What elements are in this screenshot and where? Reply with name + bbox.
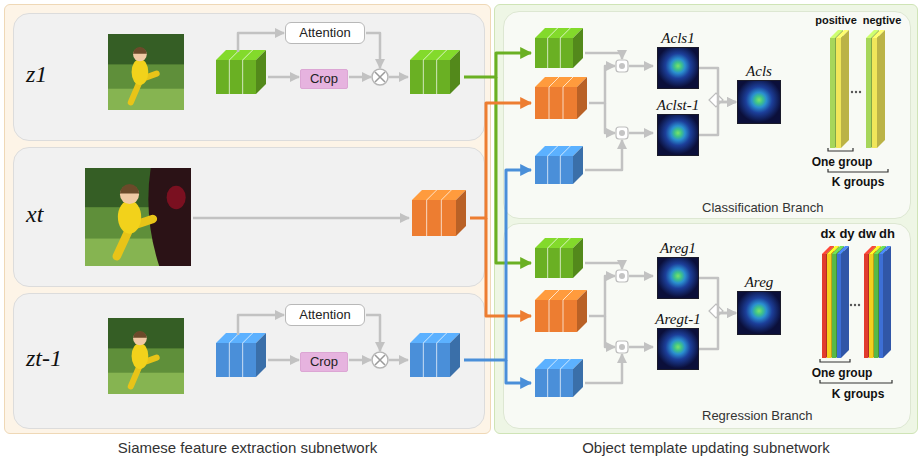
attention-box: Attention — [285, 22, 365, 44]
response-map: Areg — [737, 291, 781, 335]
input-row: AttentionCrop z1 — [13, 13, 485, 141]
map-label: Acls — [746, 62, 772, 80]
crop-box: Crop — [300, 352, 348, 372]
branch-title: Regression Branch — [702, 408, 813, 424]
class-label: positive — [815, 14, 857, 27]
map-label: Acls1 — [661, 29, 694, 47]
response-map: Aclst-1 — [657, 114, 699, 156]
subnetwork-caption: Object template updating subnetwork — [582, 439, 830, 457]
response-map: Areg1 — [657, 257, 699, 299]
map-label: Aregt-1 — [655, 310, 700, 328]
input-symbol: z1 — [26, 60, 47, 89]
offset-label: dh — [879, 226, 895, 242]
module-label: Crop — [310, 354, 338, 370]
module-label: Crop — [310, 71, 338, 87]
group-label: One group — [812, 366, 873, 380]
subnetwork-caption: Siamese feature extraction subnetwork — [118, 439, 377, 457]
group-label: K groups — [832, 175, 885, 189]
offset-label: dy — [839, 226, 854, 242]
response-map: Aregt-1 — [657, 328, 699, 370]
attention-box: Attention — [285, 304, 365, 326]
group-label: One group — [812, 155, 873, 169]
map-label: Aclst-1 — [657, 96, 700, 114]
input-row: AttentionCrop zt-1 — [13, 293, 485, 429]
group-label: K groups — [832, 387, 885, 401]
offset-label: dx — [820, 226, 835, 242]
module-label: Attention — [299, 307, 350, 323]
branch-title: Classification Branch — [702, 200, 823, 216]
module-label: Attention — [299, 25, 350, 41]
crop-box: Crop — [300, 69, 348, 89]
map-label: Areg — [745, 273, 774, 291]
class-label: negtive — [863, 14, 902, 27]
response-map: Acls1 — [657, 47, 699, 89]
map-label: Areg1 — [660, 239, 696, 257]
input-symbol: zt-1 — [26, 344, 62, 373]
input-symbol: xt — [26, 200, 43, 229]
offset-label: dw — [858, 226, 876, 242]
input-row: xt — [13, 147, 485, 287]
subnetwork-panel: AttentionCropz1xtAttentionCropzt-1Siames… — [4, 4, 491, 434]
response-map: Acls — [737, 80, 781, 124]
